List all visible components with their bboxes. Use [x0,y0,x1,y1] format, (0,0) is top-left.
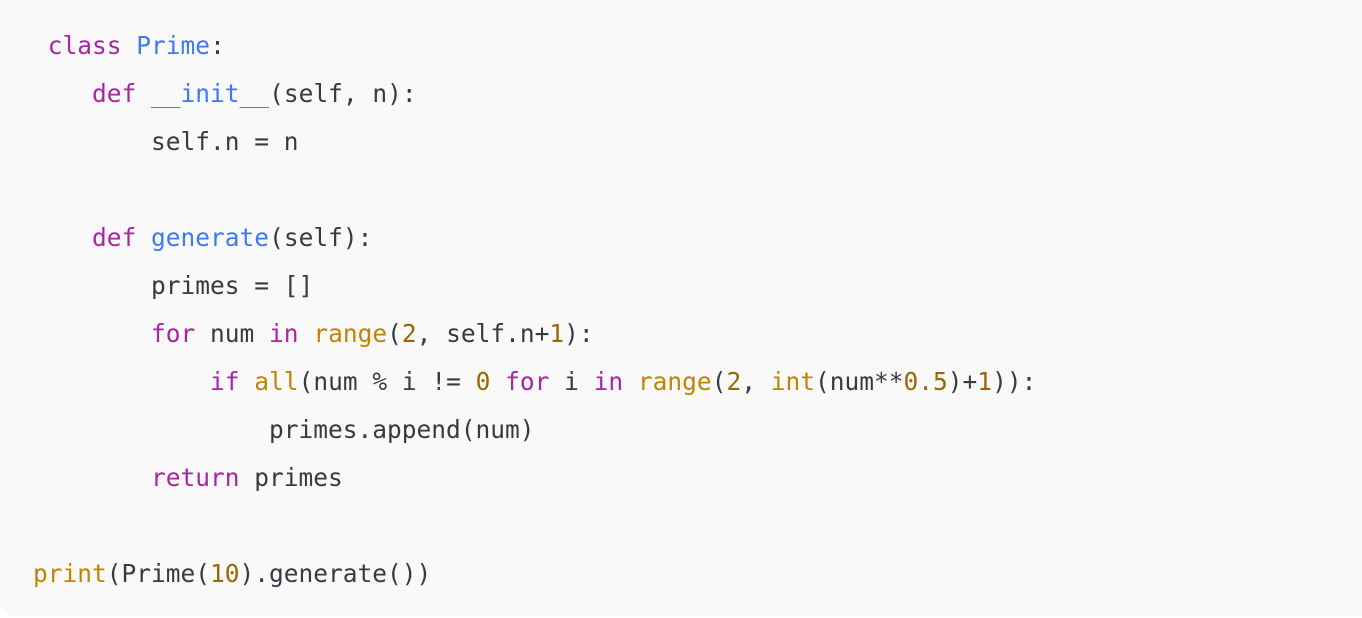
code-line: for num in range(2, self.n+1): [151,319,594,348]
code-line: print(Prime(10).generate()) [33,559,432,588]
code-line: primes = [] [33,271,314,300]
code-line: primes.append(num) [33,415,535,444]
code-line [33,166,1036,214]
code-line: return primes [151,463,343,492]
code-line: if all(num % i != 0 for i in range(2, in… [210,367,1037,396]
code-line [33,502,1036,550]
code-line: self.n = n [33,127,299,156]
code-line: def __init__(self, n): [92,79,417,108]
code-line: class Prime: [47,31,225,60]
code-content[interactable]: class Prime: def __init__(self, n): self… [33,22,1036,598]
code-line: def generate(self): [92,223,373,252]
